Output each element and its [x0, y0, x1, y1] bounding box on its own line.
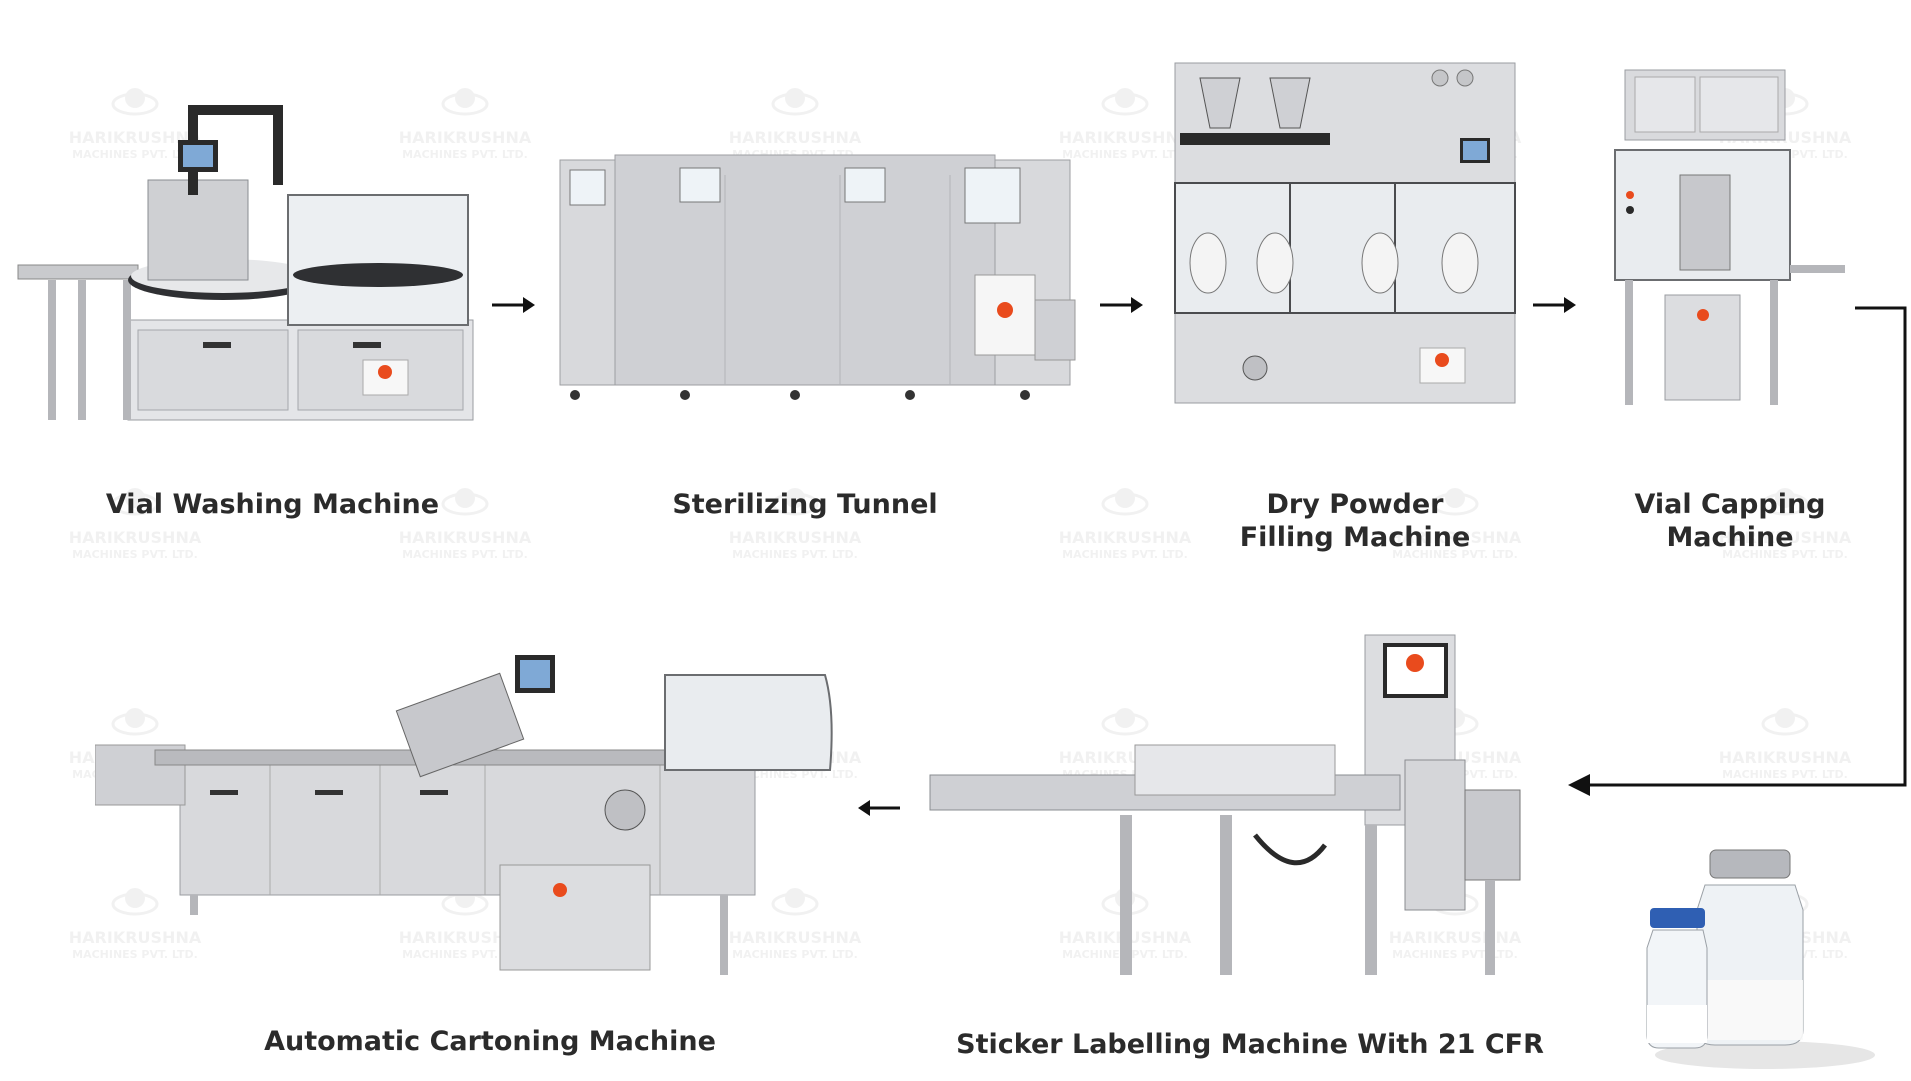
step-label-sticker-labelling-machine: Sticker Labelling Machine With 21 CFR [956, 1029, 1544, 1060]
step-label-vial-washing-machine: Vial Washing Machine [105, 489, 440, 520]
watermark-sub: MACHINES PVT. LTD. [732, 548, 858, 561]
arrow-left-icon [858, 800, 900, 816]
vial-capping-machine [1614, 69, 1845, 405]
watermark-name: HARIKRUSHNA [398, 128, 532, 147]
watermark-sub: MACHINES PVT. LTD. [1722, 548, 1848, 561]
sterilizing-tunnel [559, 154, 1076, 400]
vial-washing-machine [17, 105, 474, 421]
dry-powder-filling-machine [1174, 62, 1516, 404]
watermark-name: HARIKRUSHNA [1718, 748, 1852, 767]
vials-icon [1646, 849, 1875, 1069]
watermark-name: HARIKRUSHNA [728, 128, 862, 147]
arrow-right-icon [1100, 297, 1143, 313]
watermark-name: HARIKRUSHNA [1058, 528, 1192, 547]
watermark-name: HARIKRUSHNA [728, 928, 862, 947]
watermark-name: HARIKRUSHNA [728, 528, 862, 547]
watermark-name: HARIKRUSHNA [1058, 128, 1192, 147]
watermark-sub: MACHINES PVT. LTD. [72, 148, 198, 161]
return-connector-arrow [1568, 306, 1907, 796]
watermark-name: HARIKRUSHNA [68, 928, 202, 947]
watermark-sub: MACHINES PVT. LTD. [72, 548, 198, 561]
sticker-labelling-machine [929, 634, 1521, 975]
watermark-name: HARIKRUSHNA [398, 928, 532, 947]
watermark-sub: MACHINES PVT. LTD. [1062, 548, 1188, 561]
step-label-vial-capping-machine: Vial Capping Machine [1634, 489, 1826, 553]
arrow-right-icon [492, 297, 535, 313]
watermark-sub: MACHINES PVT. LTD. [402, 948, 528, 961]
watermark-name: HARIKRUSHNA [68, 128, 202, 147]
watermark-sub: MACHINES PVT. LTD. [732, 768, 858, 781]
watermark-sub: MACHINES PVT. LTD. [1722, 768, 1848, 781]
watermark-sub: MACHINES PVT. LTD. [72, 948, 198, 961]
watermark-sub: MACHINES PVT. LTD. [1062, 148, 1188, 161]
watermark-name: HARIKRUSHNA [1388, 528, 1522, 547]
watermark-sub: MACHINES PVT. LTD. [402, 548, 528, 561]
watermark-sub: MACHINES PVT. LTD. [402, 148, 528, 161]
watermark-name: HARIKRUSHNA [68, 528, 202, 547]
watermark-name: HARIKRUSHNA [1718, 528, 1852, 547]
arrow-right-icon [1533, 297, 1576, 313]
step-label-automatic-cartoning-machine: Automatic Cartoning Machine [264, 1026, 716, 1057]
step-label-sterilizing-tunnel: Sterilizing Tunnel [672, 489, 938, 520]
watermark-sub: MACHINES PVT. LTD. [732, 948, 858, 961]
step-label-dry-powder-filling-machine: Dry Powder Filling Machine [1239, 489, 1471, 553]
automatic-cartoning-machine [95, 655, 833, 975]
watermark-name: HARIKRUSHNA [398, 528, 532, 547]
watermark-sub: MACHINES PVT. LTD. [1392, 548, 1518, 561]
